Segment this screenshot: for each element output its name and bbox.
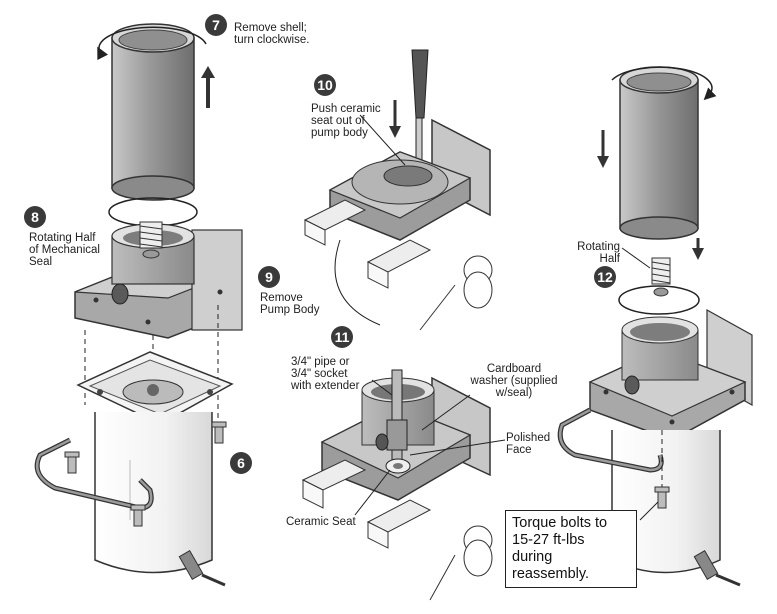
alignment-lines-left <box>84 305 219 420</box>
step-11-badge: 11 <box>331 326 353 348</box>
cardboard-washer-label: Cardboard washer (supplied w/seal) <box>470 363 558 399</box>
step-9-badge: 9 <box>258 266 280 288</box>
pump-body-right <box>588 308 753 441</box>
center-top-assembly <box>303 49 493 331</box>
step-9-label: Remove Pump Body <box>260 292 320 316</box>
seal-spring-left <box>139 221 163 259</box>
pipe-socket-label: 3/4" pipe or 3/4" socket with extender <box>291 356 360 392</box>
bolts-left <box>64 421 227 527</box>
seal-plate-left <box>76 351 234 425</box>
motor-left <box>94 412 226 587</box>
step-10-label: Push ceramic seat out of pump body <box>311 103 381 139</box>
step-12-label: Rotating Half <box>577 241 620 265</box>
step-10-badge: 10 <box>314 74 336 96</box>
step-7-badge: 7 <box>205 14 227 36</box>
shell-cylinder-left <box>97 23 207 201</box>
center-bottom-assembly <box>301 114 506 601</box>
bolt-right <box>654 486 670 509</box>
shell-cylinder-right <box>611 66 717 240</box>
ceramic-seat-label: Ceramic Seat <box>286 516 356 528</box>
torque-note: Torque bolts to 15-27 ft-lbs during reas… <box>505 510 637 588</box>
left-assembly <box>34 23 243 587</box>
right-assembly <box>557 66 753 587</box>
polished-face-label: Polished Face <box>506 432 551 456</box>
rotation-arrow-right <box>618 285 700 315</box>
step-6-badge: 6 <box>230 452 252 474</box>
step-7-label: Remove shell; turn clockwise. <box>234 22 310 46</box>
step-12-badge: 12 <box>594 266 616 288</box>
screwdriver <box>411 49 429 177</box>
pump-body-left <box>74 223 243 339</box>
step-8-label: Rotating Half of Mechanical Seal <box>29 232 100 268</box>
seal-spring-right <box>651 257 671 297</box>
step-8-badge: 8 <box>24 206 46 228</box>
